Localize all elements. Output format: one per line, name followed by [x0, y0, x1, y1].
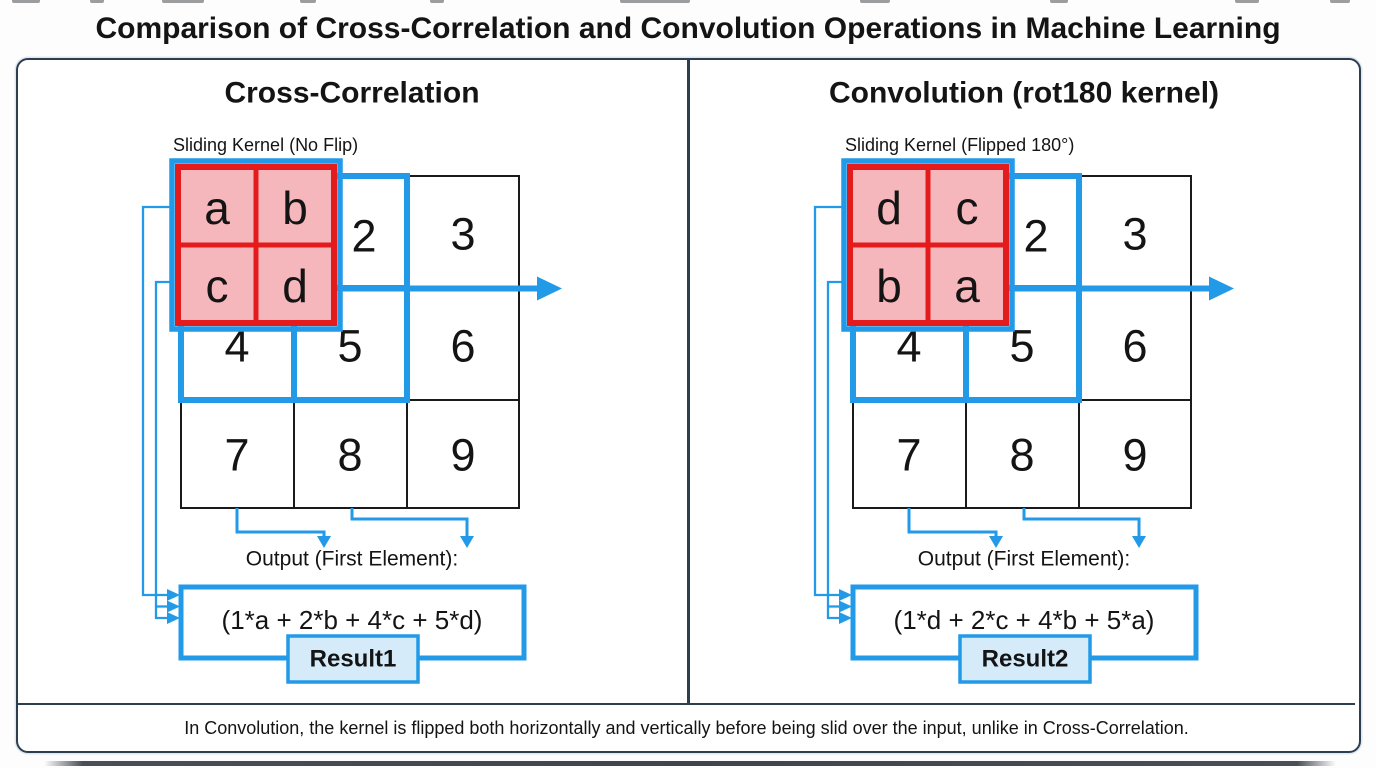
connector-arrow-icon [167, 612, 180, 624]
slide-arrow [1012, 276, 1234, 301]
grid-cell-2: 2 [351, 211, 376, 262]
output-formula: (1*a + 2*b + 4*c + 5*d) [222, 605, 483, 635]
grid-cell-2: 2 [1023, 211, 1048, 262]
output-label: Output (First Element): [246, 548, 458, 571]
panel-heading: Cross-Correlation [224, 77, 479, 110]
result-badge-label: Result1 [310, 646, 397, 673]
output-label: Output (First Element): [918, 548, 1130, 571]
result-badge-label: Result2 [982, 646, 1069, 673]
kernel-to-output-connectors [141, 205, 180, 624]
edge-artifact [1050, 0, 1068, 3]
grid-cell-3: 3 [450, 209, 475, 260]
kernel-to-output-connectors [813, 205, 852, 624]
page-title: Comparison of Cross-Correlation and Conv… [95, 12, 1281, 45]
kernel-cell-3: c [206, 260, 229, 312]
elbow-arrow [907, 508, 998, 538]
kernel-outline [169, 158, 343, 332]
sliding-kernel: a b c d [169, 158, 343, 332]
connector-arrow-icon [839, 612, 852, 624]
grid-cell-9: 9 [1122, 430, 1147, 481]
caption-divider [18, 703, 1355, 706]
result-badge [286, 634, 420, 684]
edge-artifact [90, 0, 104, 3]
grid-cell-7: 7 [224, 430, 249, 481]
grid-cell-7: 7 [896, 430, 921, 481]
down-arrow-icon [1132, 536, 1146, 548]
kernel-label: Sliding Kernel (Flipped 180°) [845, 135, 1074, 155]
kernel-cell-2: b [282, 182, 308, 234]
connector-line [141, 205, 172, 597]
connector-line [813, 205, 844, 597]
kernel-cell-4: d [282, 260, 308, 312]
grid-cell-6: 6 [1122, 321, 1147, 372]
slide-arrow [340, 276, 562, 301]
panel-divider [687, 60, 690, 703]
grid-to-output-arrows [235, 508, 474, 548]
bottom-edge-artifact [44, 761, 1336, 766]
result-badge [958, 634, 1092, 684]
connector-line [826, 280, 844, 620]
grid-cell-9: 9 [450, 430, 475, 481]
edge-artifact [12, 0, 40, 3]
panel-heading: Convolution (rot180 kernel) [829, 77, 1219, 110]
slide-arrow-head-icon [1209, 276, 1234, 301]
connector-arrow-icon [839, 600, 852, 613]
edge-artifact [620, 0, 690, 3]
down-arrow-icon [317, 536, 331, 548]
sliding-kernel: d c b a [841, 158, 1015, 332]
connector-line [154, 280, 172, 620]
connector-arrow-icon [167, 589, 180, 601]
grid-to-output-arrows [907, 508, 1146, 548]
grid-cell-8: 8 [1009, 430, 1034, 481]
kernel-cell-1: a [204, 182, 230, 234]
connector-arrow-icon [167, 600, 180, 613]
grid-cell-8: 8 [337, 430, 362, 481]
kernel-outline [841, 158, 1015, 332]
kernel-cell-3: b [876, 260, 902, 312]
elbow-arrow [1022, 508, 1141, 538]
edge-artifact [1235, 0, 1259, 3]
edge-artifact [162, 0, 204, 3]
down-arrow-icon [460, 536, 474, 548]
edge-artifact [300, 0, 316, 3]
kernel-cell-2: c [956, 182, 979, 234]
kernel-cell-1: d [876, 182, 902, 234]
kernel-cell-4: a [954, 260, 980, 312]
down-arrow-icon [989, 536, 1003, 548]
connector-arrow-icon [839, 589, 852, 601]
elbow-arrow [350, 508, 469, 538]
grid-cell-3: 3 [1122, 209, 1147, 260]
panel-convolution: Convolution (rot180 kernel) Sliding Kern… [813, 77, 1234, 684]
elbow-arrow [235, 508, 326, 538]
output-box: (1*a + 2*b + 4*c + 5*d) Result1 [178, 584, 527, 684]
kernel-label: Sliding Kernel (No Flip) [173, 135, 358, 155]
edge-artifact [430, 0, 444, 3]
slide-arrow-head-icon [537, 276, 562, 301]
edge-artifact [1330, 0, 1350, 3]
grid-cell-6: 6 [450, 321, 475, 372]
edge-artifact [860, 0, 890, 3]
panel-cross-correlation: Cross-Correlation Sliding Kernel (No Fli… [141, 77, 562, 684]
output-box-border [850, 584, 1199, 661]
caption: In Convolution, the kernel is flipped bo… [184, 717, 1189, 738]
output-formula: (1*d + 2*c + 4*b + 5*a) [894, 605, 1155, 635]
output-box: (1*d + 2*c + 4*b + 5*a) Result2 [850, 584, 1199, 684]
